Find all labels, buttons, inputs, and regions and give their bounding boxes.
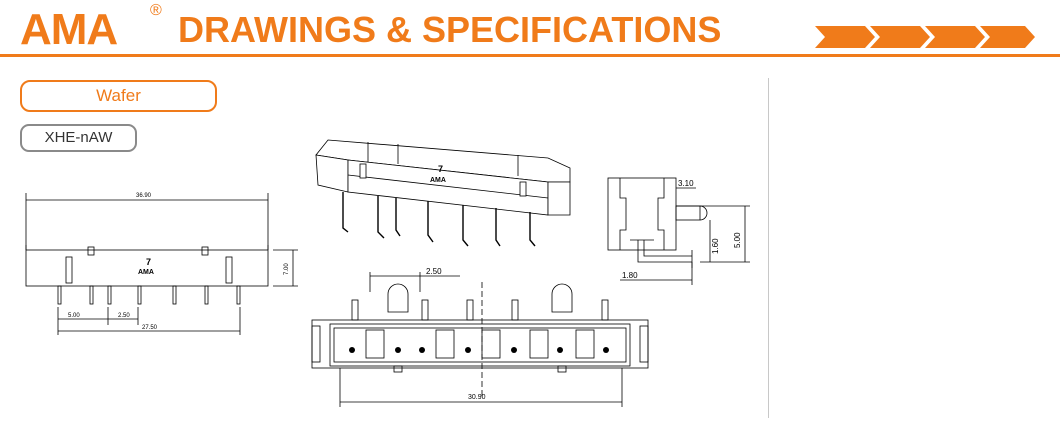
front-marking-brand: AMA — [138, 269, 154, 276]
dim-span: 27.50 — [142, 325, 158, 331]
dim-side-a: 3.10 — [678, 179, 694, 188]
side-view-drawing: 3.10 5.00 1.60 1.80 — [607, 177, 750, 285]
dim-side-c: 1.60 — [711, 238, 720, 254]
dim-top-pitch: 2.50 — [426, 267, 442, 276]
dim-top-length: 30.90 — [468, 394, 486, 401]
category-label: Wafer — [20, 80, 217, 112]
brand-logo: AMA — [20, 5, 118, 54]
page-title: DRAWINGS & SPECIFICATIONS — [178, 9, 722, 50]
iso-marking-brand: AMA — [430, 177, 446, 184]
registered-mark: ® — [150, 2, 162, 19]
front-view-drawing: 36.90 7 AMA 7.00 5.00 2.50 27.50 — [25, 193, 298, 335]
dim-pitch: 2.50 — [118, 313, 130, 319]
isometric-view-drawing: 7 AMA — [315, 139, 571, 247]
header: AMA ® DRAWINGS & SPECIFICATIONS — [0, 0, 1060, 60]
dim-side-d: 1.80 — [622, 271, 638, 280]
dim-overall-width: 36.90 — [136, 193, 152, 199]
front-marking-number: 7 — [146, 257, 151, 267]
dim-offset: 5.00 — [68, 313, 80, 319]
dim-height: 7.00 — [284, 263, 290, 275]
dim-side-b: 5.00 — [733, 232, 742, 248]
divider — [768, 78, 769, 418]
iso-marking-number: 7 — [438, 164, 443, 174]
top-view-drawing: 2.50 30.90 — [311, 267, 649, 407]
part-number-label: XHE-nAW — [20, 124, 137, 152]
chevron-arrows-icon — [815, 26, 1035, 48]
header-rule — [0, 54, 1060, 57]
